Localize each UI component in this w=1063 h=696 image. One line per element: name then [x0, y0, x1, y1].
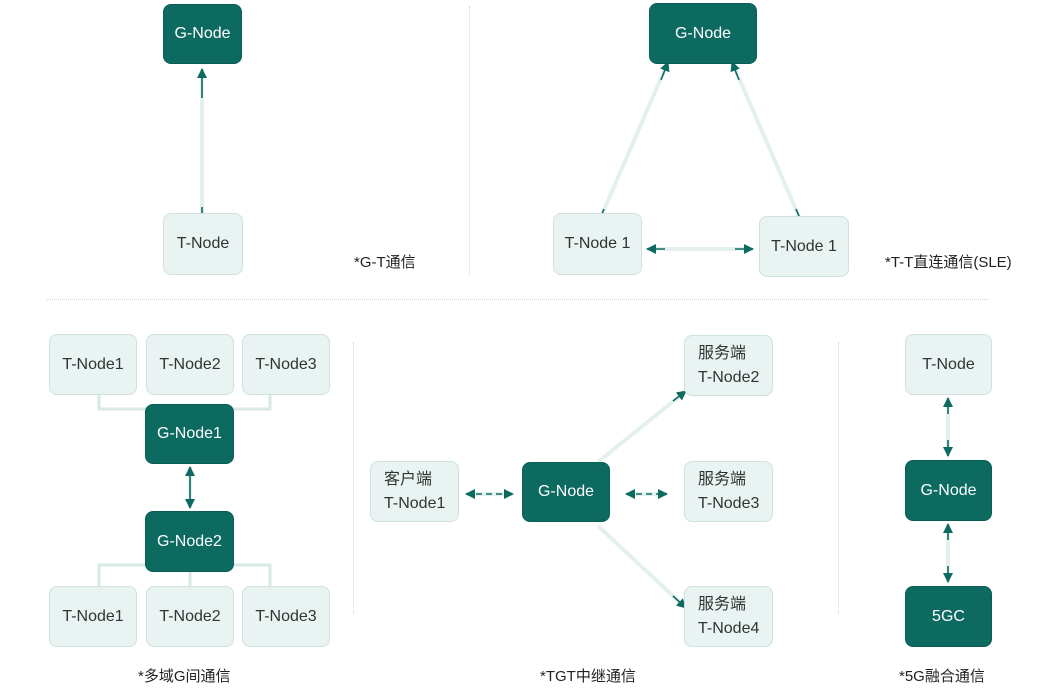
p4-server-2-name: T-Node2 [698, 368, 760, 386]
p3-top-t-node-2: T-Node2 [146, 334, 234, 395]
p3-bottom-t-node-3: T-Node3 [242, 586, 330, 647]
separator-top [469, 6, 470, 276]
p2-caption: *T-T直连通信(SLE) [885, 254, 1012, 271]
separator-bottom-right [838, 342, 839, 614]
link-g-t1 [595, 61, 670, 227]
p4-server-3-name: T-Node3 [698, 494, 760, 512]
p1-g-node: G-Node [163, 4, 242, 64]
p3-bottom-t-node-2-label: T-Node2 [159, 607, 221, 625]
p4-server-4-name: T-Node4 [698, 619, 760, 637]
p5-g-node-label: G-Node [920, 481, 977, 499]
p4-server-4-role: 服务端 [698, 595, 747, 613]
p2-g-node-label: G-Node [674, 24, 732, 42]
p3-top-t-node-1: T-Node1 [49, 334, 137, 395]
p5-5gc-node-label: 5GC [932, 607, 965, 625]
arrow-g-t1b-top [730, 61, 740, 81]
p4-g-node: G-Node [522, 462, 610, 522]
p4-g-node-label: G-Node [537, 483, 595, 500]
arrow-g-s4 [672, 595, 687, 609]
p3-bottom-t-node-3-label: T-Node3 [255, 607, 317, 625]
p4-client-node: 客户端 T-Node1 [370, 461, 459, 522]
p5-g-node: G-Node [905, 460, 992, 521]
arrow-g-t1-top [660, 61, 670, 81]
separator-horizontal [47, 299, 989, 300]
p4-server-node-2: 服务端 T-Node2 [684, 335, 773, 396]
p4-server-2-role: 服务端 [698, 344, 747, 362]
separator-bottom-left [353, 342, 354, 614]
p2-g-node: G-Node [649, 3, 757, 64]
arrow-g-s2 [672, 390, 687, 402]
p3-bottom-t-node-1: T-Node1 [49, 586, 137, 647]
p3-g-node-1-label: G-Node1 [157, 425, 222, 442]
p4-server-3-role: 服务端 [698, 470, 747, 488]
link-g-t1b [730, 61, 806, 229]
p2-t-node-left-label: T-Node 1 [564, 235, 631, 252]
p3-caption: *多域G间通信 [138, 668, 231, 685]
p1-t-node: T-Node [163, 213, 243, 275]
p3-top-t-node-2-label: T-Node2 [159, 355, 221, 373]
p3-top-t-node-3-label: T-Node3 [255, 355, 317, 373]
p5-caption: *5G融合通信 [899, 668, 985, 685]
p1-caption: *G-T通信 [354, 254, 416, 271]
p5-t-node-label: T-Node [922, 355, 975, 373]
p3-top-t-node-1-label: T-Node1 [62, 355, 124, 373]
link-g-s4 [596, 524, 688, 610]
p3-bottom-t-node-1-label: T-Node1 [62, 607, 124, 625]
p3-g-node-2-label: G-Node2 [157, 532, 222, 550]
p4-client-role: 客户端 [384, 470, 433, 488]
p3-top-t-node-3: T-Node3 [242, 334, 330, 395]
p2-t-node-right: T-Node 1 [759, 216, 849, 277]
p3-bottom-t-node-2: T-Node2 [146, 586, 234, 647]
link-g-s2 [596, 389, 688, 464]
p5-t-node: T-Node [905, 334, 992, 395]
p3-g-node-1: G-Node1 [145, 404, 234, 464]
p1-t-node-label: T-Node [176, 235, 230, 252]
p2-t-node-right-label: T-Node 1 [771, 237, 837, 255]
p4-server-node-4: 服务端 T-Node4 [684, 586, 773, 647]
p1-g-node-label: G-Node [174, 25, 231, 42]
p2-t-node-left: T-Node 1 [553, 213, 642, 275]
p3-g-node-2: G-Node2 [145, 511, 234, 572]
p4-caption: *TGT中继通信 [540, 668, 636, 685]
p4-client-name: T-Node1 [384, 494, 446, 512]
p4-server-node-3: 服务端 T-Node3 [684, 461, 773, 522]
p5-5gc-node: 5GC [905, 586, 992, 647]
